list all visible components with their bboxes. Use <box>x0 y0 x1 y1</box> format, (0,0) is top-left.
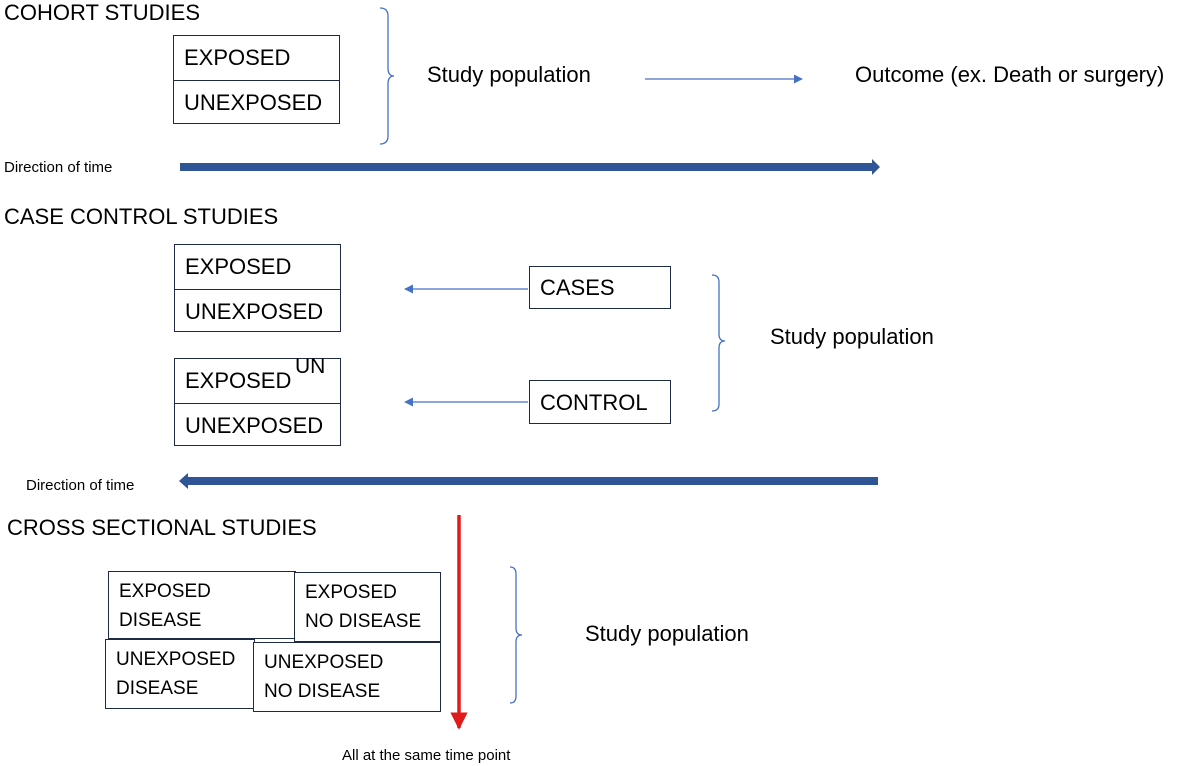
control-box: CONTROL <box>529 380 671 424</box>
cohort-title: COHORT STUDIES <box>4 0 200 25</box>
cohort-time-label: Direction of time <box>4 159 113 176</box>
cohort-exposure-box: EXPOSED UNEXPOSED <box>173 35 340 124</box>
case-unexposed-cell: UNEXPOSED <box>175 289 340 333</box>
exposed-no-disease-line1: EXPOSED <box>305 582 397 603</box>
unexposed-no-disease-line1: UNEXPOSED <box>264 652 384 673</box>
exposed-no-disease-line2: NO DISEASE <box>305 611 422 632</box>
exposed-disease-line1: EXPOSED <box>119 581 211 602</box>
case-control-study-population: Study population <box>770 324 934 349</box>
unexposed-no-disease-box: UNEXPOSED NO DISEASE <box>253 642 441 712</box>
case-control-bracket <box>711 274 726 412</box>
control-label: CONTROL <box>540 389 648 415</box>
exposed-disease-box: EXPOSED DISEASE <box>108 571 296 639</box>
cross-sectional-study-population: Study population <box>585 621 749 646</box>
cohort-outcome: Outcome (ex. Death or surgery) <box>855 62 1165 87</box>
control-exposure-box: EXPOSED UNEXPOSED <box>174 358 341 446</box>
cohort-unexposed-cell: UNEXPOSED <box>174 80 339 124</box>
cases-box: CASES <box>529 266 671 309</box>
exposed-disease-line2: DISEASE <box>119 610 202 631</box>
case-exposure-box: EXPOSED UNEXPOSED <box>174 244 341 332</box>
case-control-title: CASE CONTROL STUDIES <box>4 204 279 229</box>
cohort-bracket <box>379 7 395 145</box>
cases-label: CASES <box>540 275 615 300</box>
control-unexposed-cell: UNEXPOSED <box>175 403 340 447</box>
cross-sectional-time-label: All at the same time point <box>342 747 511 764</box>
cohort-exposed-cell: EXPOSED <box>184 45 291 70</box>
case-exposed-cell: EXPOSED <box>185 254 292 279</box>
unexposed-disease-line1: UNEXPOSED <box>116 649 236 670</box>
case-control-time-label: Direction of time <box>26 477 135 494</box>
unexposed-no-disease-line2: NO DISEASE <box>264 681 381 702</box>
exposed-no-disease-box: EXPOSED NO DISEASE <box>294 572 441 642</box>
cross-sectional-title: CROSS SECTIONAL STUDIES <box>7 515 317 540</box>
cross-sectional-bracket <box>509 566 523 704</box>
control-exposed-cell: EXPOSED <box>185 368 292 393</box>
control-overlay-text: UN <box>295 355 326 378</box>
cohort-time-arrow <box>180 159 880 175</box>
unexposed-disease-line2: DISEASE <box>116 678 199 699</box>
unexposed-disease-box: UNEXPOSED DISEASE <box>105 639 255 709</box>
cohort-study-population: Study population <box>427 62 591 87</box>
case-control-time-arrow <box>179 473 878 489</box>
